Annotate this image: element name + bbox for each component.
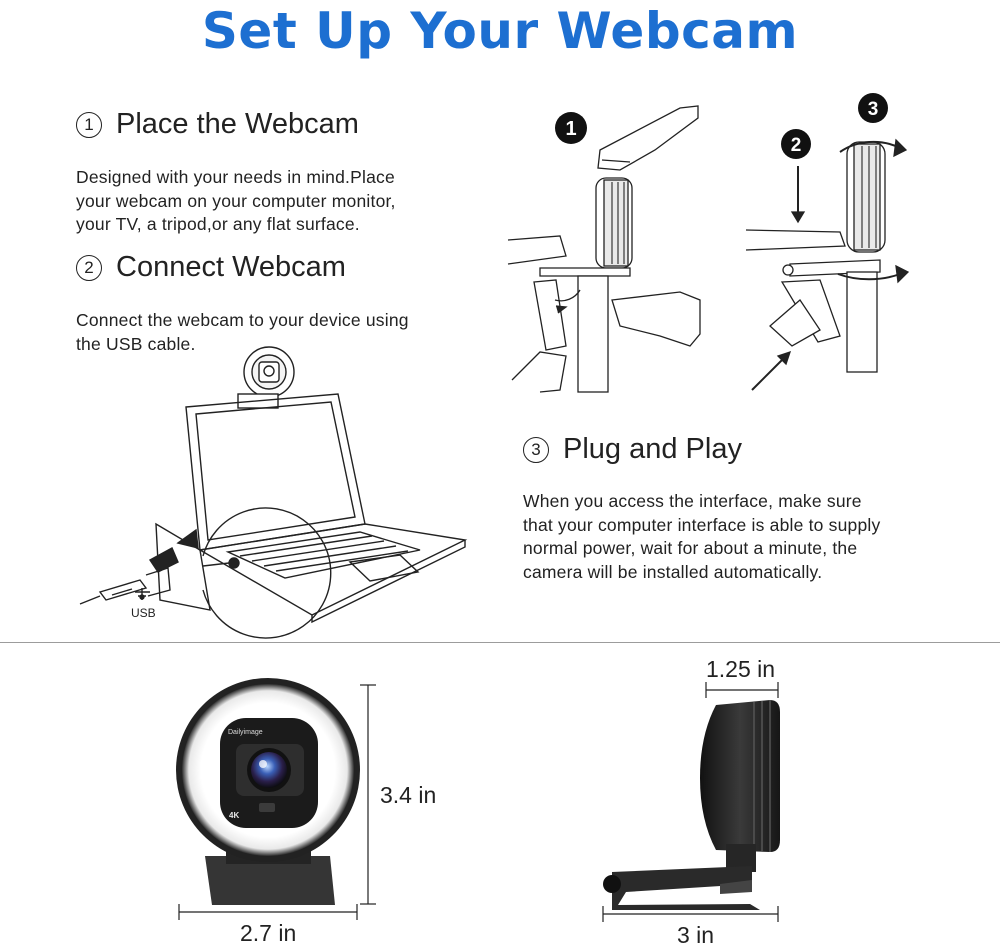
usb-zoom-circle <box>202 507 332 639</box>
step-1-line: Designed with your needs in mind.Place <box>76 167 395 187</box>
badge-2 <box>781 129 811 159</box>
step-3-number: 3 <box>523 436 549 463</box>
step-3-line: that your computer interface is able to … <box>523 514 881 535</box>
laptop-keyboard-base <box>197 523 468 616</box>
step-2-title: Connect Webcam <box>116 251 346 283</box>
front-stand <box>205 856 335 905</box>
step-2-line: Connect the webcam to your device using <box>76 310 409 330</box>
step-2-heading: 2 Connect Webcam <box>76 251 346 284</box>
front-camera-body <box>220 718 318 828</box>
front-width-label: 2.7 in <box>240 920 297 946</box>
front-lens <box>251 752 287 788</box>
laptop-screen <box>185 393 366 551</box>
usb-label: USB <box>131 606 156 620</box>
step-3-title: Plug and Play <box>563 433 742 465</box>
step-1-title: Place the Webcam <box>116 108 359 140</box>
step-1-heading: 1 Place the Webcam <box>76 108 359 141</box>
step-3-heading: 3 Plug and Play <box>523 433 742 466</box>
badge-2-label: 2 <box>791 135 802 156</box>
section-divider <box>0 642 1000 643</box>
front-ring-light <box>182 684 354 856</box>
front-brand-label: Dailyimage <box>228 729 263 736</box>
laptop-touchpad <box>348 554 420 582</box>
usb-plug-arrow <box>148 547 179 573</box>
front-ring-outer <box>176 678 360 862</box>
side-camera-body <box>700 700 780 852</box>
front-4k-label: 4K <box>229 811 239 820</box>
step-3-line: normal power, wait for about a minute, t… <box>523 538 858 558</box>
badge-1-label: 1 <box>565 118 576 140</box>
step-3-line: camera will be installed automatically. <box>523 561 823 582</box>
side-width-label: 3 in <box>677 922 715 948</box>
step-2-line: the USB cable. <box>76 333 196 354</box>
step-1-line: your TV, a tripod,or any flat surface. <box>76 214 360 234</box>
step-2-description: Connect the webcam to your device using … <box>76 309 409 356</box>
step-3-description: When you access the interface, make sure… <box>523 490 880 584</box>
side-clip <box>612 866 760 910</box>
badge-1 <box>555 112 587 144</box>
badge-3 <box>858 93 888 123</box>
step-1-number: 1 <box>76 111 102 138</box>
step-2-number: 2 <box>76 254 102 281</box>
side-hinge-knob <box>603 875 621 893</box>
side-depth-label: 1.25 in <box>706 656 776 682</box>
step-3-line: When you access the interface, make sure <box>523 491 862 511</box>
front-height-label: 3.4 in <box>380 782 437 808</box>
page-title: Set Up Your Webcam <box>201 2 799 60</box>
step-1-description: Designed with your needs in mind.Place y… <box>76 166 396 237</box>
badge-3-label: 3 <box>868 99 879 120</box>
step-1-line: your webcam on your computer monitor, <box>76 190 396 211</box>
